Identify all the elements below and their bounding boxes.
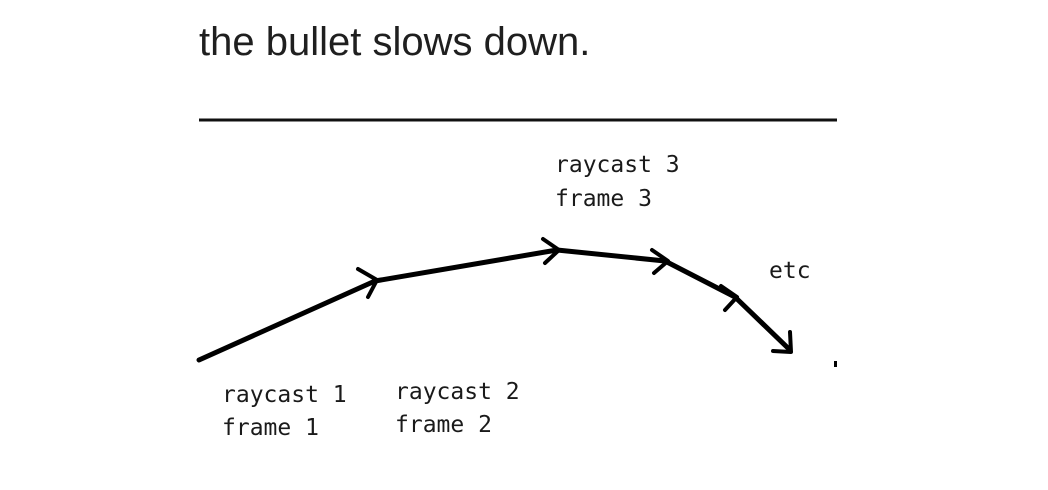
label-frame-2: frame 2 [395, 412, 492, 438]
label-raycast-1: raycast 1 [222, 382, 347, 408]
edge-mark [834, 361, 837, 367]
label-raycast-3: raycast 3 [555, 152, 680, 178]
label-frame-1: frame 1 [222, 415, 319, 441]
label-etc: etc [769, 258, 811, 284]
label-raycast-2: raycast 2 [395, 379, 520, 405]
arrowhead-1 [356, 267, 379, 299]
trajectory-path [196, 247, 793, 363]
arrowhead-2 [541, 237, 561, 265]
label-frame-3: frame 3 [555, 186, 652, 212]
arrowhead-3 [650, 248, 670, 275]
arrowhead-4 [719, 284, 739, 312]
arrowhead-5 [771, 330, 793, 354]
paragraph-text: the bullet slows down. [199, 20, 591, 64]
